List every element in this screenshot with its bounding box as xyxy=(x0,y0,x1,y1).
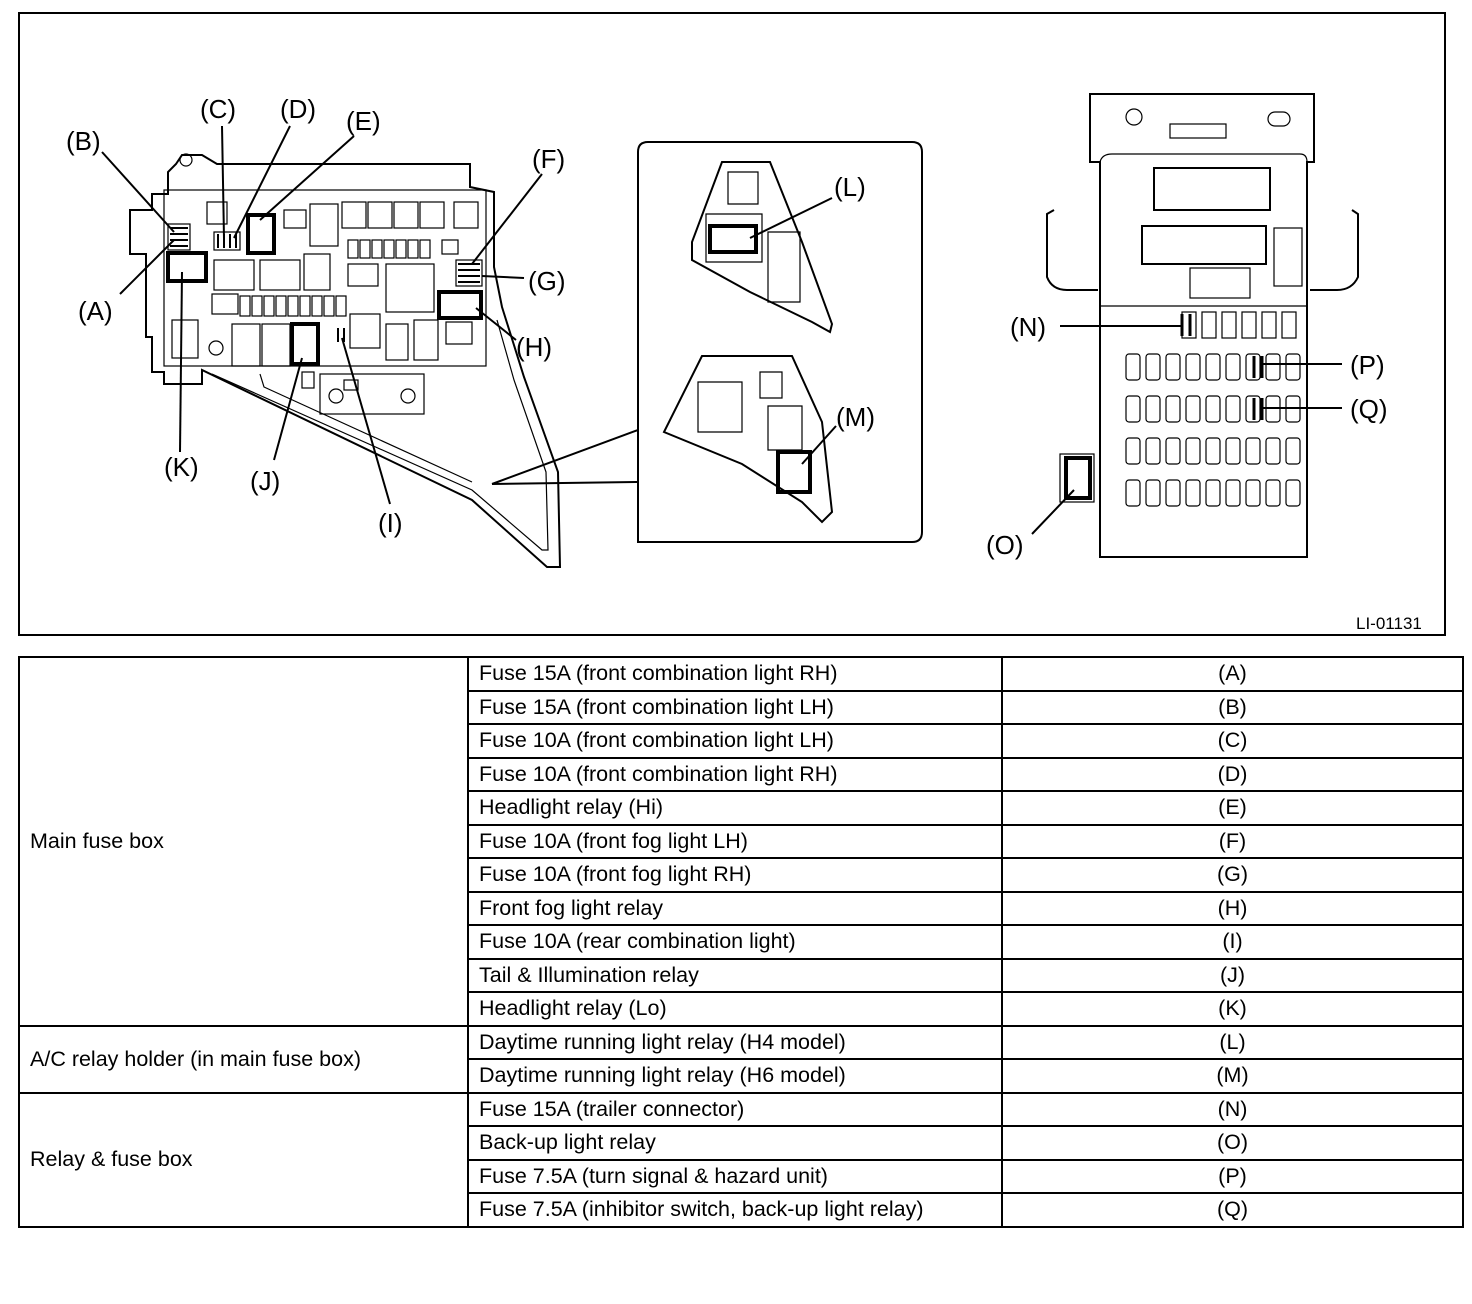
callout-O: (O) xyxy=(986,530,1024,560)
table-row: A/C relay holder (in main fuse box)Dayti… xyxy=(18,1024,1464,1094)
callout-code-cell: (M) xyxy=(1001,1058,1464,1094)
table-row: Fuse 7.5A (turn signal & hazard unit)(P) xyxy=(19,1158,1464,1194)
table-row: Fuse 15A (front combination light LH)(B) xyxy=(19,689,1464,725)
callout-E: (E) xyxy=(346,106,381,136)
group-name-cell: A/C relay holder (in main fuse box) xyxy=(18,1024,469,1094)
table-row: Fuse 10A (front combination light RH)(D) xyxy=(19,756,1464,792)
component-cell: Fuse 15A (front combination light RH) xyxy=(467,656,1003,692)
callout-H: (H) xyxy=(516,332,552,362)
component-cell: Fuse 10A (front fog light LH) xyxy=(467,823,1003,859)
callout-code-cell: (Q) xyxy=(1001,1192,1464,1228)
component-cell: Headlight relay (Lo) xyxy=(467,991,1003,1027)
table-row: Fuse 10A (front fog light LH)(F) xyxy=(19,823,1464,859)
inset-leader-lines xyxy=(749,197,837,465)
figure-code: LI-01131 xyxy=(1356,614,1422,633)
table-row: Daytime running light relay (H6 model)(M… xyxy=(19,1058,1464,1094)
callout-M: (M) xyxy=(836,402,875,432)
table-row: Fuse 10A (front combination light LH)(C) xyxy=(19,723,1464,759)
callout-code-cell: (I) xyxy=(1001,924,1464,960)
callout-code-cell: (E) xyxy=(1001,790,1464,826)
component-cell: Fuse 10A (front combination light LH) xyxy=(467,723,1003,759)
callout-B: (B) xyxy=(66,126,101,156)
callout-D: (D) xyxy=(280,94,316,124)
callout-code-cell: (G) xyxy=(1001,857,1464,893)
callout-code-cell: (B) xyxy=(1001,689,1464,725)
callout-I: (I) xyxy=(378,508,403,538)
callout-code-cell: (C) xyxy=(1001,723,1464,759)
component-cell: Fuse 7.5A (turn signal & hazard unit) xyxy=(467,1158,1003,1194)
table-row: Fuse 10A (front fog light RH)(G) xyxy=(19,857,1464,893)
callout-code-cell: (J) xyxy=(1001,957,1464,993)
component-cell: Front fog light relay xyxy=(467,890,1003,926)
callout-N: (N) xyxy=(1010,312,1046,342)
ac-relay-holder-inset xyxy=(491,141,923,543)
callout-J: (J) xyxy=(250,466,280,496)
callout-code-cell: (F) xyxy=(1001,823,1464,859)
fuse-box-diagram: (B) (C) (D) (E) (F) (G) (H) (A) (K) (J) … xyxy=(18,12,1446,636)
callout-P: (P) xyxy=(1350,350,1385,380)
callout-code-cell: (H) xyxy=(1001,890,1464,926)
right-box-leader-lines xyxy=(1031,325,1342,535)
callout-K: (K) xyxy=(164,452,199,482)
component-cell: Fuse 10A (rear combination light) xyxy=(467,924,1003,960)
component-cell: Fuse 15A (front combination light LH) xyxy=(467,689,1003,725)
group-name-cell: Main fuse box xyxy=(18,656,469,1027)
component-cell: Daytime running light relay (H4 model) xyxy=(467,1024,1003,1060)
callout-code-cell: (O) xyxy=(1001,1125,1464,1161)
callout-F: (F) xyxy=(532,144,565,174)
relay-and-fuse-box-drawing xyxy=(1046,93,1359,558)
callout-code-cell: (D) xyxy=(1001,756,1464,792)
component-cell: Fuse 10A (front fog light RH) xyxy=(467,857,1003,893)
diagram-svg: (B) (C) (D) (E) (F) (G) (H) (A) (K) (J) … xyxy=(66,93,1422,633)
callout-code-cell: (P) xyxy=(1001,1158,1464,1194)
callout-code-cell: (A) xyxy=(1001,656,1464,692)
callout-A: (A) xyxy=(78,296,113,326)
callout-Q: (Q) xyxy=(1350,394,1388,424)
callout-code-cell: (K) xyxy=(1001,991,1464,1027)
component-cell: Fuse 15A (trailer connector) xyxy=(467,1091,1003,1127)
component-cell: Headlight relay (Hi) xyxy=(467,790,1003,826)
callout-C: (C) xyxy=(200,94,236,124)
table-row: Front fog light relay(H) xyxy=(19,890,1464,926)
callout-code-cell: (L) xyxy=(1001,1024,1464,1060)
callout-G: (G) xyxy=(528,266,566,296)
callout-labels: (B) (C) (D) (E) (F) (G) (H) (A) (K) (J) … xyxy=(66,94,1422,633)
component-cell: Fuse 7.5A (inhibitor switch, back-up lig… xyxy=(467,1192,1003,1228)
component-cell: Back-up light relay xyxy=(467,1125,1003,1161)
table-row: Headlight relay (Lo)(K) xyxy=(19,991,1464,1027)
table-row: Headlight relay (Hi)(E) xyxy=(19,790,1464,826)
main-box-leader-lines xyxy=(101,125,543,505)
table-row: Tail & Illumination relay(J) xyxy=(19,957,1464,993)
component-cell: Fuse 10A (front combination light RH) xyxy=(467,756,1003,792)
table-row: Fuse 7.5A (inhibitor switch, back-up lig… xyxy=(19,1192,1464,1228)
component-cell: Daytime running light relay (H6 model) xyxy=(467,1058,1003,1094)
table-row: Back-up light relay(O) xyxy=(19,1125,1464,1161)
component-cell: Tail & Illumination relay xyxy=(467,957,1003,993)
main-fuse-box-drawing xyxy=(129,153,562,568)
group-name-cell: Relay & fuse box xyxy=(18,1091,469,1228)
callout-L: (L) xyxy=(834,172,866,202)
table-row: Fuse 10A (rear combination light)(I) xyxy=(19,924,1464,960)
callout-code-cell: (N) xyxy=(1001,1091,1464,1127)
